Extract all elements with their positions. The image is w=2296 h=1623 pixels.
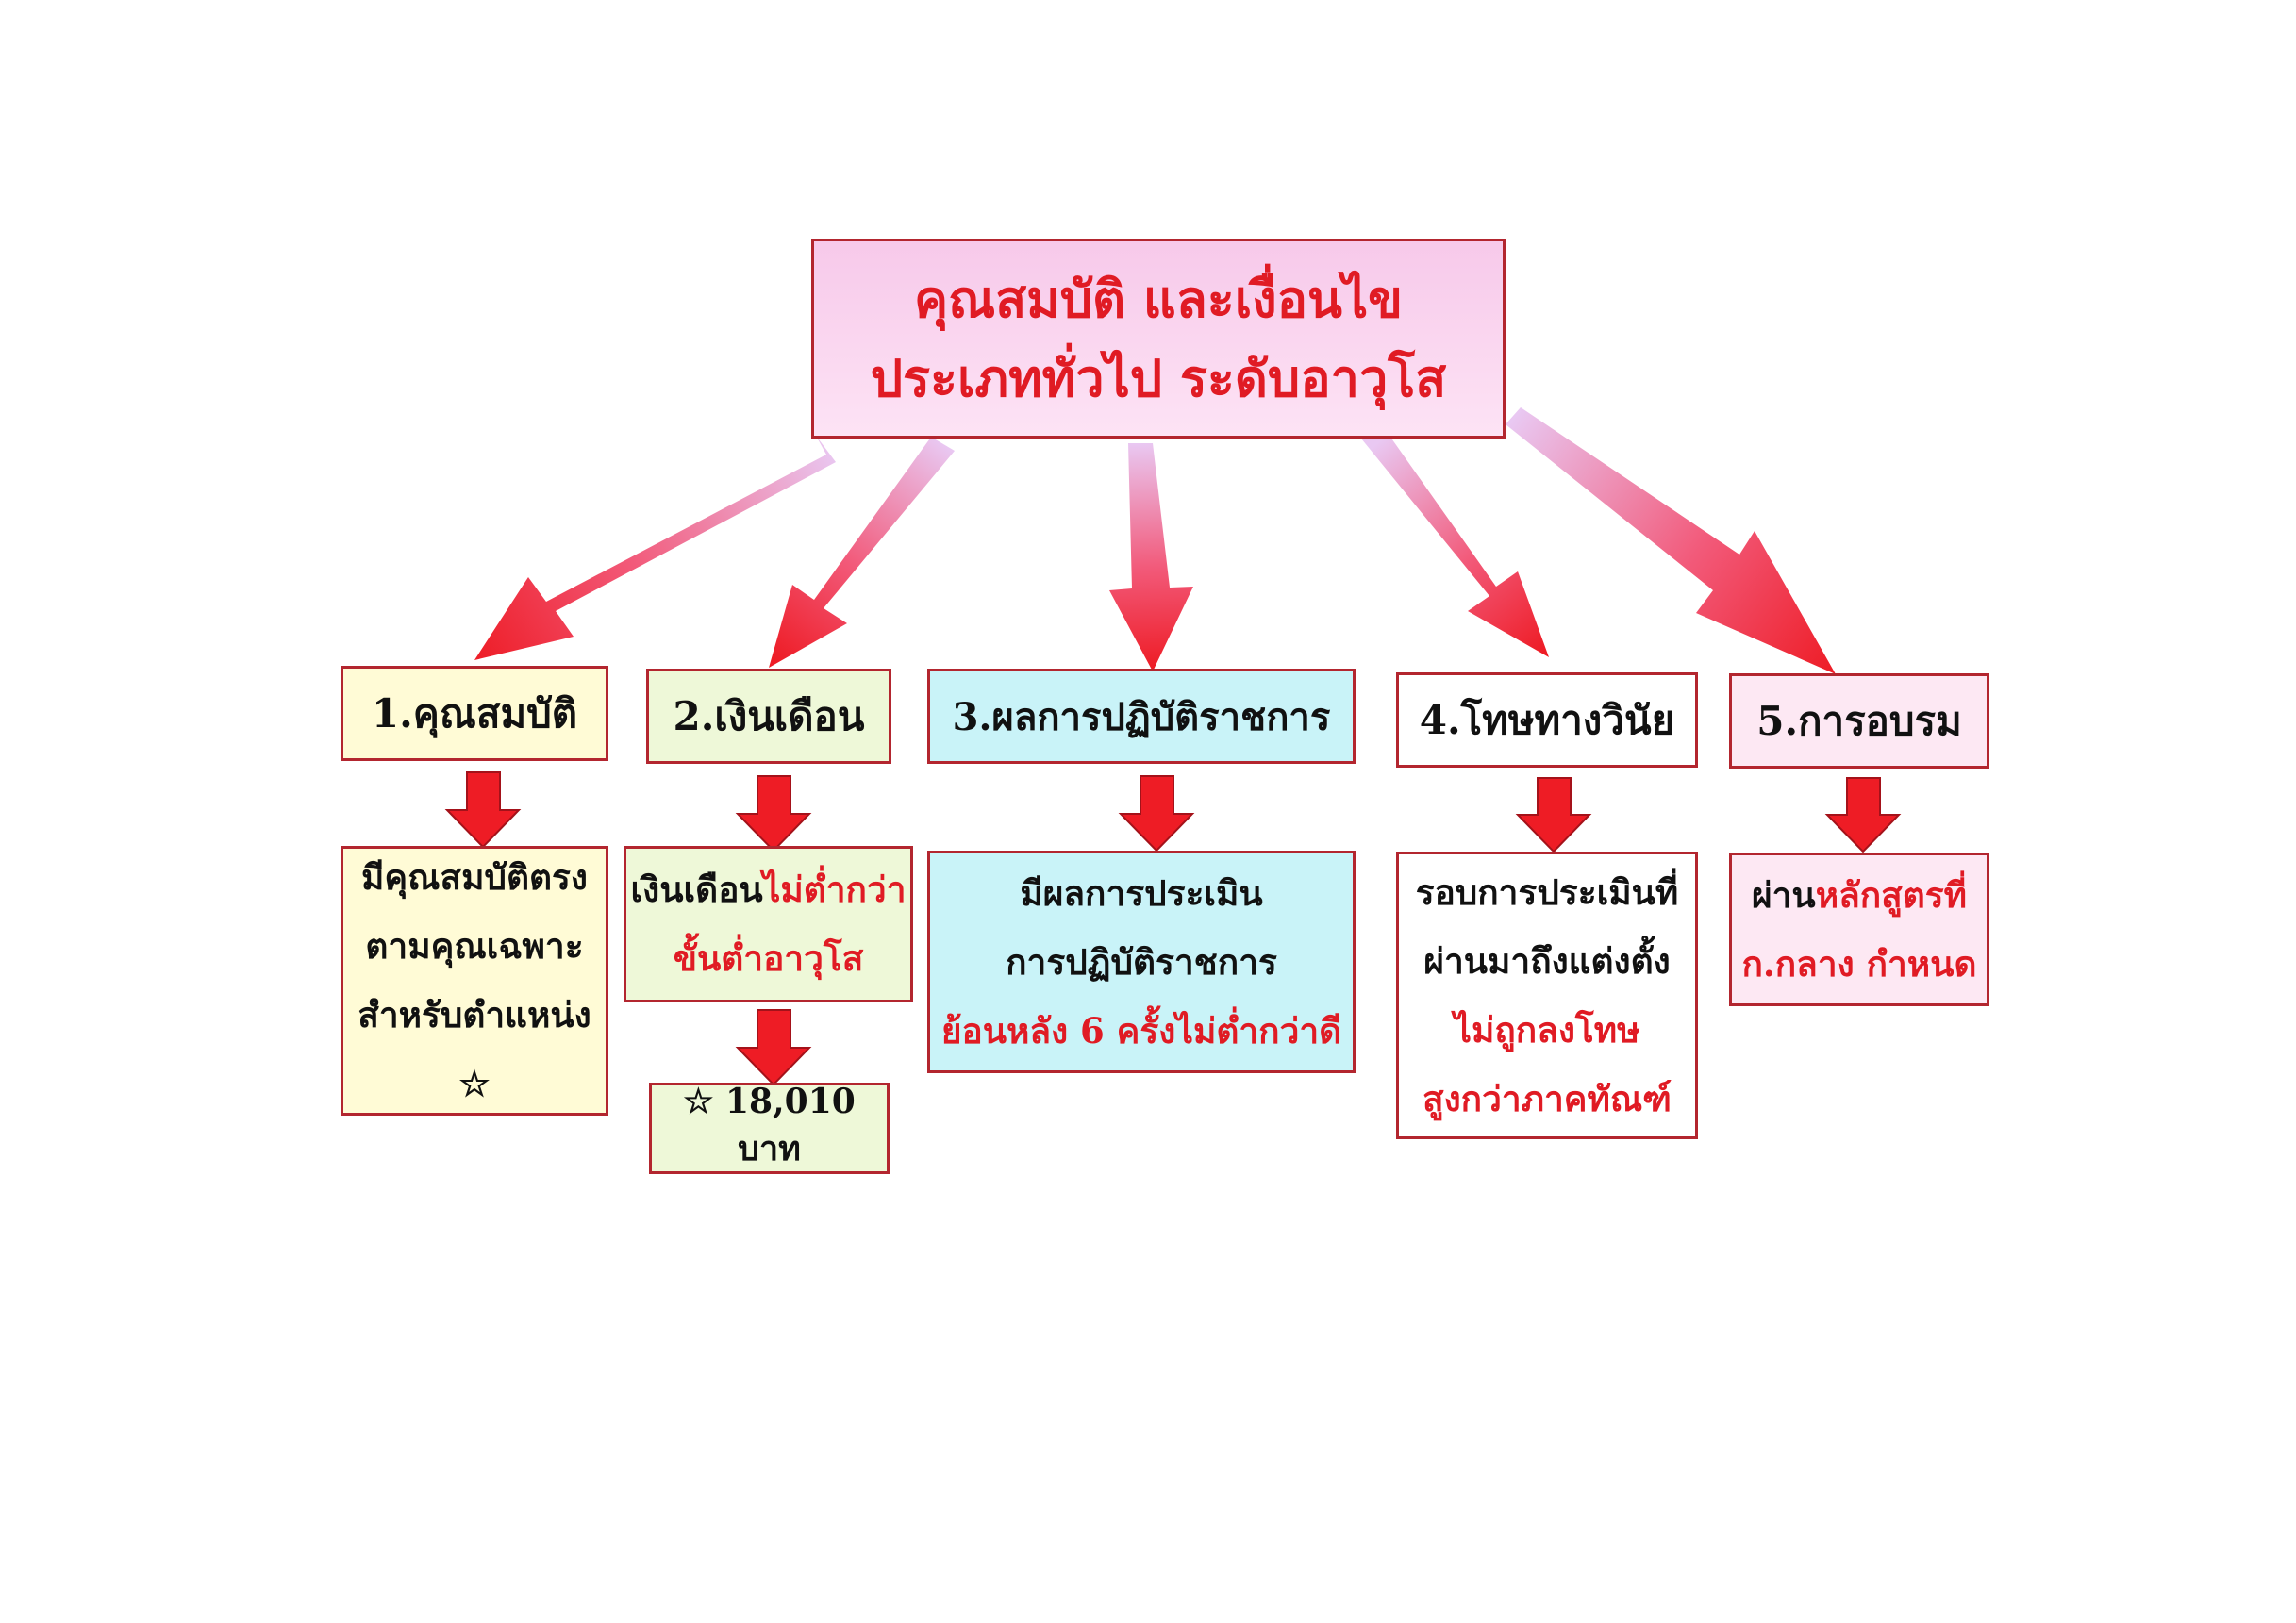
heading-salary: 2.เงินเดือน: [646, 669, 891, 764]
title-line-1: คุณสมบัติ และเงื่อนไข: [913, 269, 1404, 329]
star-icon: ☆: [458, 1063, 491, 1104]
down-arrow-col4: [1515, 777, 1592, 853]
salary-amount-box: ☆ 18,010 บาท: [649, 1082, 890, 1174]
arrow-to-col1: [474, 436, 836, 660]
heading-discipline: 4.โทษทางวินัย: [1396, 672, 1698, 768]
down-arrow-col2: [735, 775, 812, 853]
title-box: คุณสมบัติ และเงื่อนไข ประเภททั่วไป ระดับ…: [811, 239, 1506, 439]
body-line: เงินเดือนไม่ต่ำกว่า: [630, 869, 907, 910]
body-line: มีคุณสมบัติตรง: [361, 856, 588, 898]
heading-label: 2.เงินเดือน: [673, 692, 865, 739]
body-line: สำหรับตำแหน่ง: [358, 994, 591, 1035]
body-performance: มีผลการประเมิน การปฏิบัติราชการ ย้อนหลัง…: [927, 851, 1356, 1073]
body-line: มีผลการประเมิน: [1020, 871, 1263, 914]
body-line: สูงกว่าภาคทัณฑ์: [1423, 1077, 1672, 1119]
body-line: ก.กลาง กำหนด: [1741, 942, 1977, 985]
heading-label: 5.การอบรม: [1756, 697, 1962, 744]
body-line: การปฏิบัติราชการ: [1006, 940, 1277, 983]
salary-amount: ☆ 18,010 บาท: [683, 1082, 856, 1168]
body-line: ไม่ถูกลงโทษ: [1454, 1008, 1640, 1051]
body-line: ขั้นต่ำอาวุโส: [673, 937, 864, 979]
arrow-to-col4: [1361, 426, 1549, 657]
down-arrow-col1: [444, 771, 522, 849]
down-arrow-col3: [1118, 775, 1195, 853]
body-line: ย้อนหลัง 6 ครั้งไม่ต่ำกว่าดี: [940, 1009, 1342, 1052]
title-line-2: ประเภททั่วไป ระดับอาวุโส: [870, 348, 1447, 408]
heading-training: 5.การอบรม: [1729, 673, 1989, 769]
heading-performance: 3.ผลการปฏิบัติราชการ: [927, 669, 1356, 764]
body-qualifications: มีคุณสมบัติตรง ตามคุณเฉพาะ สำหรับตำแหน่ง…: [341, 846, 608, 1116]
body-line: ผ่านมาถึงแต่งตั้ง: [1423, 939, 1671, 982]
body-line: ตามคุณเฉพาะ: [365, 925, 584, 967]
arrow-to-col5: [1506, 407, 1836, 674]
body-training: ผ่านหลักสูตรที่ ก.กลาง กำหนด: [1729, 853, 1989, 1006]
body-line: รอบการประเมินที่: [1415, 870, 1679, 913]
arrow-to-col2: [769, 436, 955, 668]
body-line: ผ่านหลักสูตรที่: [1751, 873, 1968, 916]
heading-qualifications: 1.คุณสมบัติ: [341, 666, 608, 761]
body-salary: เงินเดือนไม่ต่ำกว่า ขั้นต่ำอาวุโส: [624, 846, 913, 1002]
body-discipline: รอบการประเมินที่ ผ่านมาถึงแต่งตั้ง ไม่ถู…: [1396, 852, 1698, 1139]
heading-label: 3.ผลการปฏิบัติราชการ: [952, 694, 1331, 739]
heading-label: 1.คุณสมบัติ: [371, 689, 578, 737]
down-arrow-col2-extra: [735, 1009, 812, 1086]
down-arrow-col5: [1824, 777, 1902, 853]
heading-label: 4.โทษทางวินัย: [1419, 696, 1675, 743]
arrow-to-col3: [1109, 443, 1193, 671]
